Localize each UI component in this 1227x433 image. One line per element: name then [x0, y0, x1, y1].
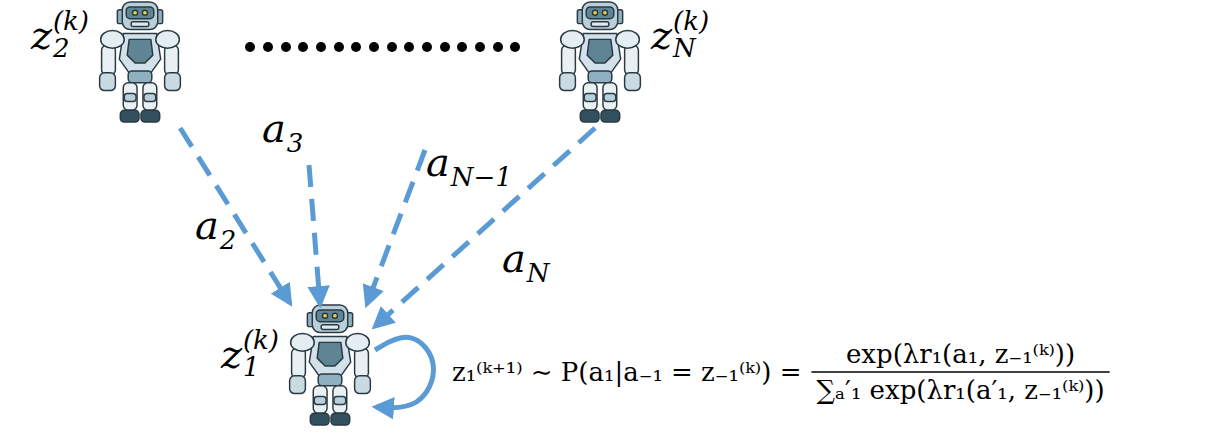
variable-name: z [221, 334, 242, 374]
dashed-arrow [309, 165, 320, 304]
superscript: (k) [243, 327, 279, 354]
subscript: N [527, 260, 550, 286]
subscript: 1 [243, 354, 279, 381]
variable-name: z [651, 15, 672, 55]
math-label: z(k)N [651, 8, 709, 63]
superscript: (k) [53, 8, 89, 35]
robot-figure [560, 2, 641, 122]
subscript: N [673, 35, 709, 62]
dashed-arrow [375, 128, 595, 326]
robot-node: z(k)2 [31, 0, 185, 128]
fraction-denominator: ∑ₐ′₁ exp(λr₁(a′₁, z₋₁⁽ᵏ⁾)) [816, 377, 1104, 403]
action-variable: a [195, 205, 219, 245]
formula: z₁⁽ᵏ⁺¹⁾ ∼ P(a₁|a₋₁ = z₋₁⁽ᵏ⁾) = [452, 359, 801, 385]
superscript: (k) [673, 8, 709, 35]
self-loop-arrow [375, 337, 433, 408]
math-label: z(k)2 [31, 8, 89, 63]
ellipsis-dots [245, 42, 520, 52]
robot-figure [100, 2, 181, 122]
variable-name: z [31, 15, 52, 55]
subscript: 2 [220, 227, 237, 253]
robot-node: z(k)1 [221, 303, 375, 431]
fraction-bar [811, 371, 1109, 373]
subscript: 3 [287, 130, 304, 156]
dashed-arrow [180, 128, 290, 303]
subscript: 2 [53, 35, 89, 62]
subscript: N−1 [451, 164, 512, 190]
robot-node: z(k)N [555, 0, 709, 128]
action-variable: a [502, 238, 526, 278]
robot-figure [290, 305, 371, 425]
action-variable: a [262, 108, 286, 148]
action-variable: a [426, 142, 450, 182]
fraction-numerator: exp(λr₁(a₁, z₋₁⁽ᵏ⁾)) [846, 341, 1075, 367]
dashed-arrow [367, 150, 425, 304]
math-label: z(k)1 [221, 327, 279, 382]
